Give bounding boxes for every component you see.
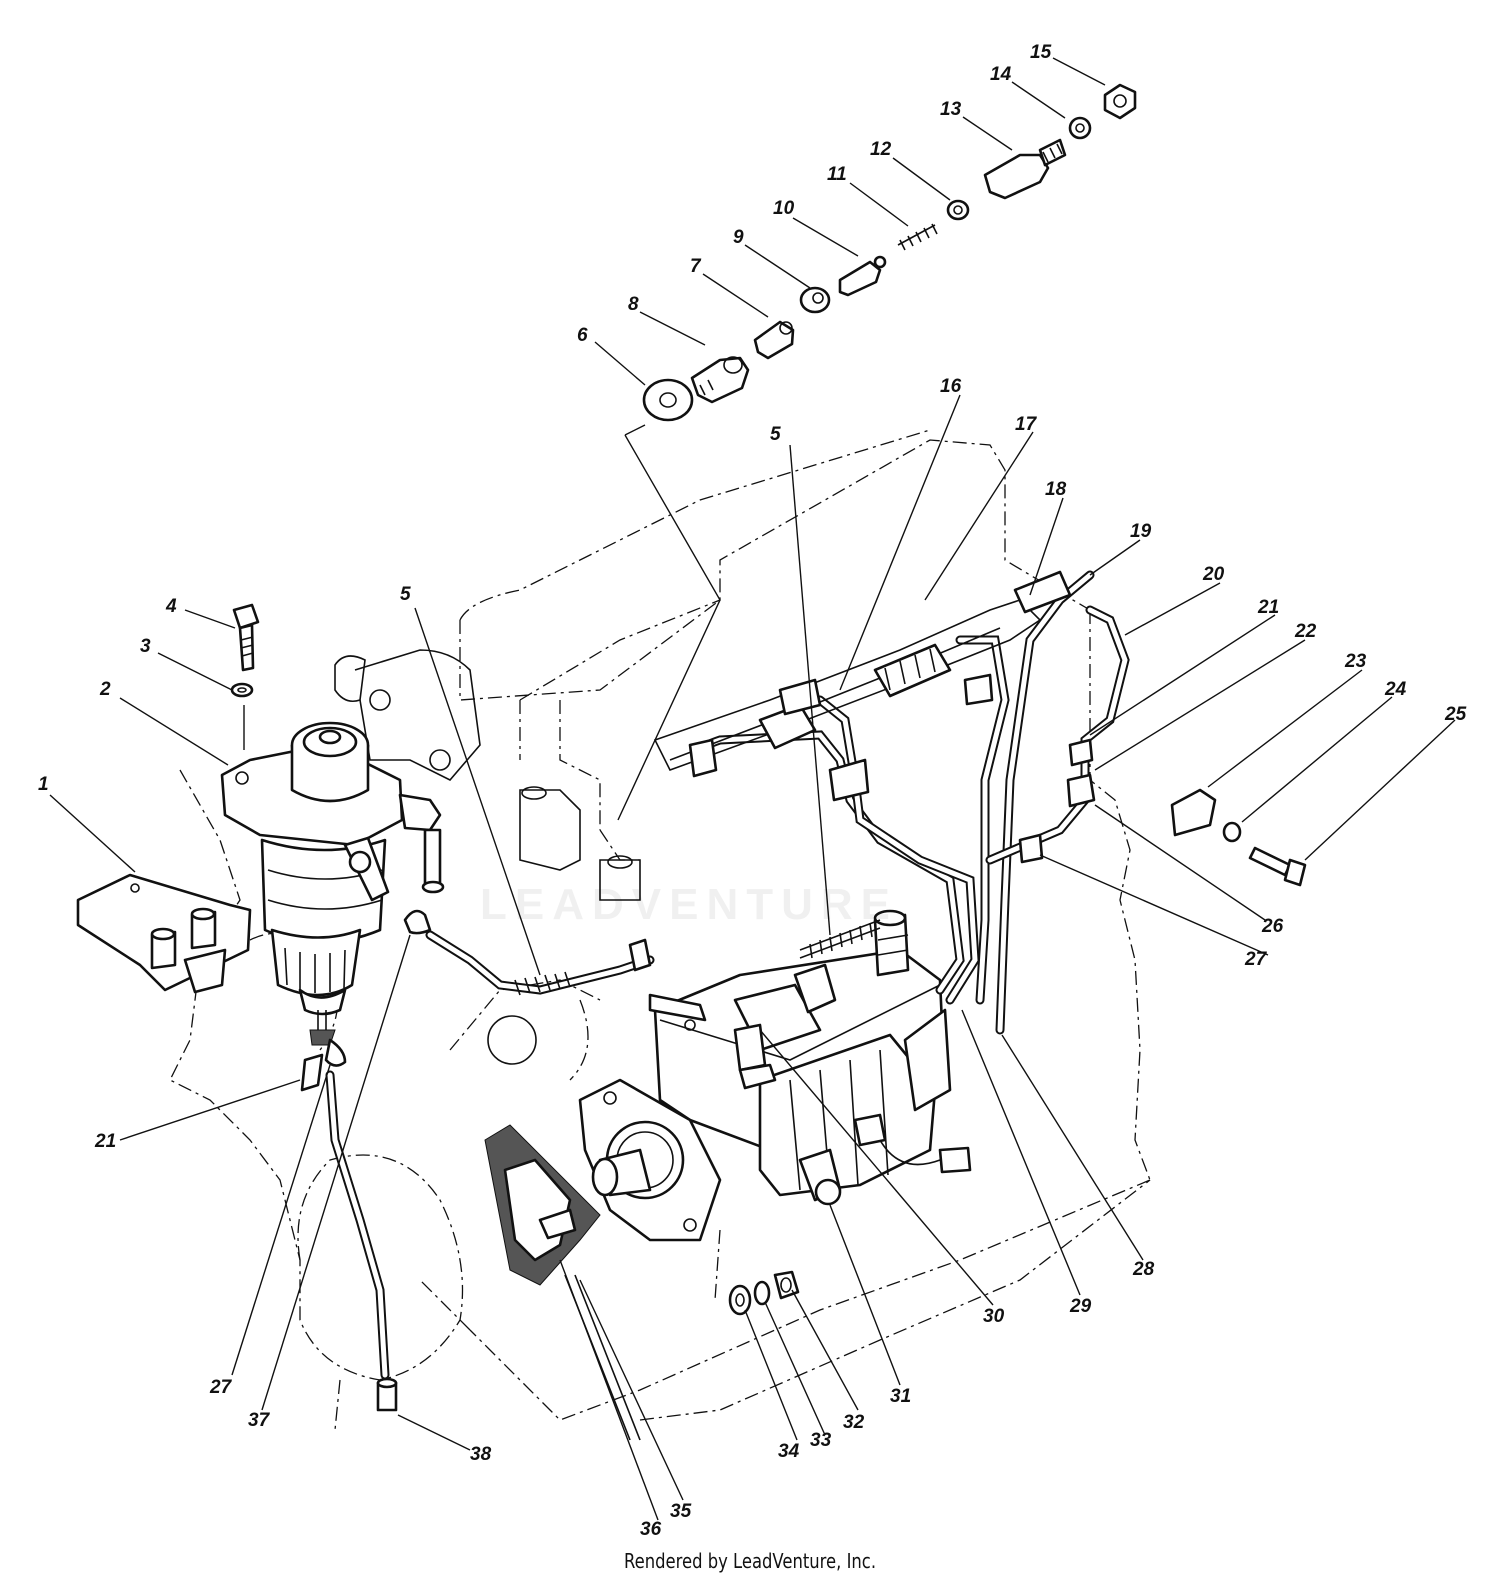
fuel-filter-assembly	[76, 721, 445, 1092]
clamp-hardware	[1170, 788, 1307, 887]
callout-30: 30	[983, 1306, 1005, 1327]
callout-32: 32	[843, 1412, 865, 1433]
callout-13: 13	[940, 99, 962, 120]
callout-27b: 27	[209, 1377, 233, 1398]
callout-38: 38	[470, 1444, 492, 1465]
callout-34: 34	[778, 1441, 800, 1462]
callout-20: 20	[1202, 564, 1225, 585]
callout-24: 24	[1384, 679, 1407, 700]
callout-labels: 1 2 3 4 5 5 6 7 8 9 10 11 12 13 14 15 16…	[38, 42, 1467, 1540]
callout-2: 2	[99, 679, 111, 700]
callout-31: 31	[890, 1386, 911, 1407]
callout-8: 8	[628, 294, 639, 315]
injector-exploded-parts	[642, 83, 1137, 422]
nut-washer-set	[728, 1270, 800, 1316]
callout-17: 17	[1015, 414, 1038, 435]
callout-27a: 27	[1244, 949, 1268, 970]
callout-29: 29	[1069, 1296, 1092, 1317]
callout-5a: 5	[400, 584, 411, 605]
callout-15: 15	[1030, 42, 1052, 63]
callout-14: 14	[990, 64, 1012, 85]
injector-lines	[653, 570, 1130, 1035]
callout-21b: 21	[94, 1131, 116, 1152]
callout-11: 11	[827, 164, 847, 185]
callout-18: 18	[1045, 479, 1067, 500]
callout-25: 25	[1444, 704, 1467, 725]
watermark: LEADVENTURE	[480, 880, 899, 929]
callout-6: 6	[577, 325, 588, 346]
callout-23: 23	[1344, 651, 1367, 672]
callout-28: 28	[1132, 1259, 1155, 1280]
callout-35: 35	[670, 1501, 692, 1522]
callout-26: 26	[1261, 916, 1284, 937]
callout-3: 3	[140, 636, 151, 657]
callout-5b: 5	[770, 424, 781, 445]
pump-gasket	[484, 1124, 641, 1441]
engine-block-outline	[169, 429, 1151, 1431]
callout-16: 16	[940, 376, 962, 397]
fuel-lines-left	[325, 909, 655, 1412]
callout-10: 10	[773, 198, 795, 219]
callout-7: 7	[690, 256, 702, 277]
callout-33: 33	[810, 1430, 832, 1451]
water-outlet-housing	[334, 649, 641, 1065]
callout-36: 36	[640, 1519, 662, 1540]
callout-12: 12	[870, 139, 892, 160]
callout-22: 22	[1294, 621, 1317, 642]
callout-1: 1	[38, 774, 49, 795]
render-credit: Rendered by LeadVenture, Inc.	[623, 1549, 877, 1573]
leader-lines	[49, 57, 1456, 1521]
callout-9: 9	[733, 227, 744, 248]
callout-37: 37	[248, 1410, 271, 1431]
bolt-and-washer	[230, 603, 260, 750]
callout-19: 19	[1130, 521, 1152, 542]
callout-4: 4	[165, 596, 177, 617]
callout-21a: 21	[1257, 597, 1279, 618]
injection-pump	[578, 909, 972, 1242]
